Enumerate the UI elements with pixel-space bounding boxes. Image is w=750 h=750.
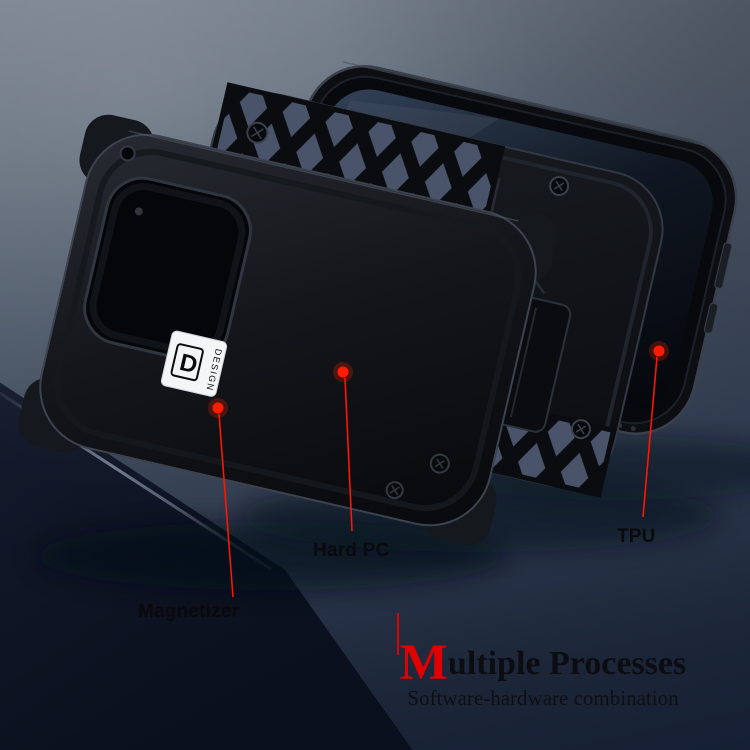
title-block: Multiple Processes Software-hardware com… <box>378 638 708 711</box>
tpu-dot <box>653 345 665 357</box>
hard-pc-label: Hard PC <box>313 540 390 561</box>
case-corner-screws <box>385 453 450 500</box>
magnetizer-dot <box>212 402 224 414</box>
product-title: Multiple Processes <box>378 638 708 689</box>
badge-mark-frame <box>170 343 204 382</box>
magnetizer-label: Magnetizer <box>138 601 240 622</box>
case-inner-rim <box>54 148 522 512</box>
magnetizer-marker <box>208 398 234 598</box>
tpu-marker <box>642 341 669 518</box>
hard-pc-marker <box>333 362 353 532</box>
annotation-markers <box>208 341 669 598</box>
lanyard-hole <box>119 145 136 162</box>
badge-mark: D <box>177 349 200 379</box>
cutout-glint <box>134 207 143 216</box>
magnetizer-case-layer: D DESIGN <box>18 114 558 546</box>
tpu-leader-line <box>642 356 658 518</box>
magnetizer-leader-line <box>218 413 234 598</box>
camera-cutout-bevel <box>89 183 246 356</box>
side-buttons <box>703 242 733 334</box>
hard-pc-dot <box>337 366 349 378</box>
title-initial: M <box>399 635 448 691</box>
case-top-highlight <box>128 130 519 222</box>
kickstand-groove <box>509 307 538 418</box>
title-rest: ultiple Processes <box>447 645 687 682</box>
product-subtitle: Software-hardware combination <box>407 685 679 710</box>
tpu-label: TPU <box>617 526 656 547</box>
hard-pc-leader-line <box>344 377 353 532</box>
camera-cutout <box>83 176 252 362</box>
title-accent-line <box>397 613 399 655</box>
frame-highlight <box>343 61 704 146</box>
brand-badge: D DESIGN <box>160 330 228 397</box>
